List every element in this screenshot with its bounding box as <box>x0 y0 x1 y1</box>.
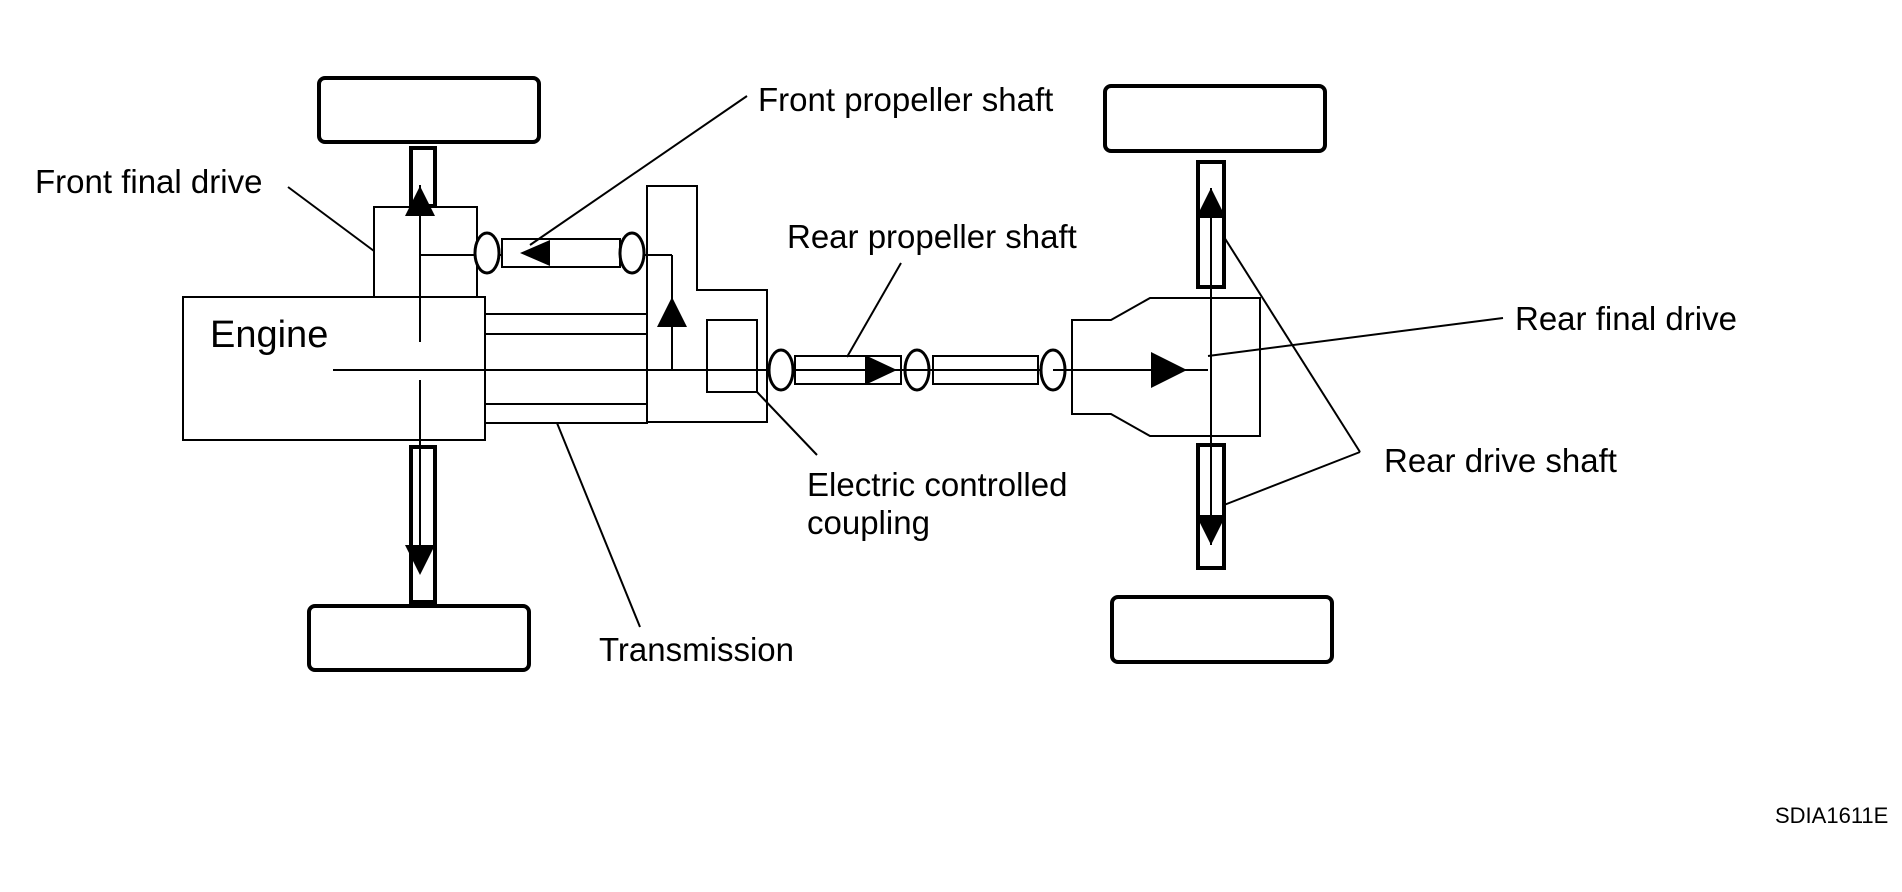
front-final-drive <box>373 206 478 298</box>
leader-electric-controlled-coupling <box>756 391 818 456</box>
leader-rear-propeller-shaft <box>846 262 902 358</box>
front-propeller-shaft-label: Front propeller shaft <box>758 81 1053 118</box>
front-lower-arrow <box>405 545 435 575</box>
rear-prop-joint-1 <box>767 348 795 392</box>
rear-final-drive-label: Rear final drive <box>1515 300 1737 337</box>
rear-final-arrow <box>1151 352 1187 388</box>
transmission-box <box>484 313 648 424</box>
leader-front-propeller-shaft <box>529 95 748 246</box>
electric-controlled-coupling-label-line1: Electric controlled <box>807 466 1067 503</box>
leader-front-final-drive <box>287 186 375 252</box>
leader-rear-final-drive <box>1207 317 1504 357</box>
leader-transmission <box>556 422 641 628</box>
front-prop-arrow <box>520 240 550 266</box>
leader-rear-drive-shaft-lower <box>1223 451 1361 506</box>
front-prop-joint-rear <box>618 231 646 275</box>
rear-propeller-shaft-label: Rear propeller shaft <box>787 218 1077 255</box>
rear-right-wheel <box>1110 595 1334 664</box>
rear-lower-arrow <box>1196 515 1226 545</box>
transmission-label: Transmission <box>599 631 794 668</box>
front-prop-joint-front <box>473 231 501 275</box>
rear-drive-shaft-label: Rear drive shaft <box>1384 442 1617 479</box>
figure-code: SDIA1611E <box>1775 803 1888 828</box>
rear-prop-arrow <box>865 355 897 385</box>
electric-controlled-coupling-label-line2: coupling <box>807 504 930 541</box>
front-propeller-shaft <box>501 238 621 268</box>
engine-box <box>182 296 486 441</box>
transfer-up-arrow <box>657 297 687 327</box>
front-upper-arrow <box>405 186 435 216</box>
rear-upper-arrow <box>1196 188 1226 218</box>
front-lower-drive-shaft <box>409 445 437 604</box>
engine-label: Engine <box>210 314 328 356</box>
rear-left-wheel <box>1103 84 1327 153</box>
electric-controlled-coupling-box <box>706 319 758 393</box>
front-final-drive-label: Front final drive <box>35 163 262 200</box>
front-left-wheel <box>317 76 541 144</box>
leader-rear-drive-shaft-upper <box>1223 236 1361 453</box>
front-right-wheel <box>307 604 531 672</box>
